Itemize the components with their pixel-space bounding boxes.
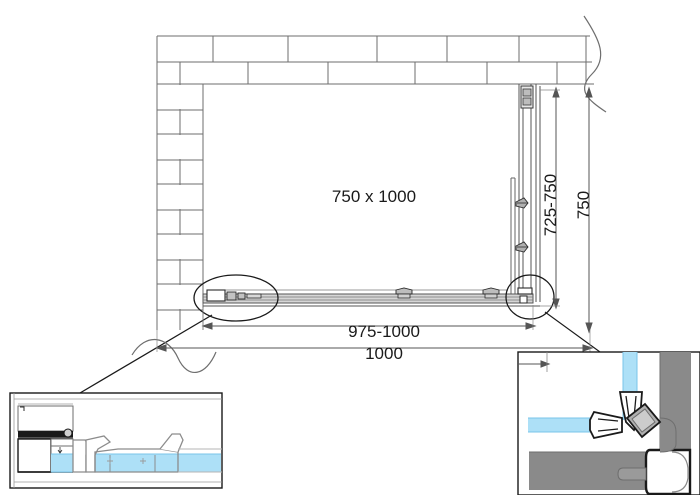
dimension-label-vertical-range: 725-750 (541, 174, 560, 236)
detail-leader-left (79, 314, 213, 394)
detail-right-clamp-horizontal (589, 410, 623, 440)
detail-view-bottom-left (9, 392, 223, 489)
detail-leader-right (544, 311, 601, 353)
shower-enclosure-vertical-profile (510, 84, 541, 302)
dimension-label-vertical-nominal: 750 (574, 191, 593, 219)
dimension-horizontal-outer (155, 330, 594, 352)
detail-callout-right-circle (505, 274, 555, 320)
detail-right-glass-horizontal (528, 418, 600, 432)
dimension-vertical-outer (585, 86, 593, 334)
vertical-hardware-bracket-lower (515, 241, 529, 253)
detail-right-dimension-arrow (518, 352, 551, 372)
detail-view-bottom-right (517, 351, 700, 495)
rail-end-bracket-left (206, 289, 262, 302)
brick-wall (156, 35, 594, 330)
detail-callout-left-circle (193, 274, 279, 322)
vertical-hardware-bracket-upper (515, 197, 529, 209)
top-roller-housing (520, 85, 534, 109)
break-line-bottom-left (131, 338, 217, 374)
rail-roller-carriage-1 (395, 287, 413, 299)
dimension-horizontal-inner (201, 305, 537, 330)
rail-end-bracket-right (517, 287, 533, 304)
brick-wall-stagger-mask (176, 85, 184, 309)
dimension-label-horizontal-nominal: 1000 (365, 344, 403, 363)
shower-enclosure-bottom-rail (202, 287, 540, 307)
detail-right-hinge-block (625, 402, 662, 439)
dimension-label-horizontal-range: 975-1000 (348, 322, 420, 341)
rail-roller-carriage-2 (482, 287, 500, 299)
break-line-top-right (583, 15, 607, 113)
detail-right-corner-profile (644, 448, 692, 495)
dimension-vertical-inner (540, 86, 560, 310)
enclosure-size-label: 750 x 1000 (332, 187, 416, 206)
